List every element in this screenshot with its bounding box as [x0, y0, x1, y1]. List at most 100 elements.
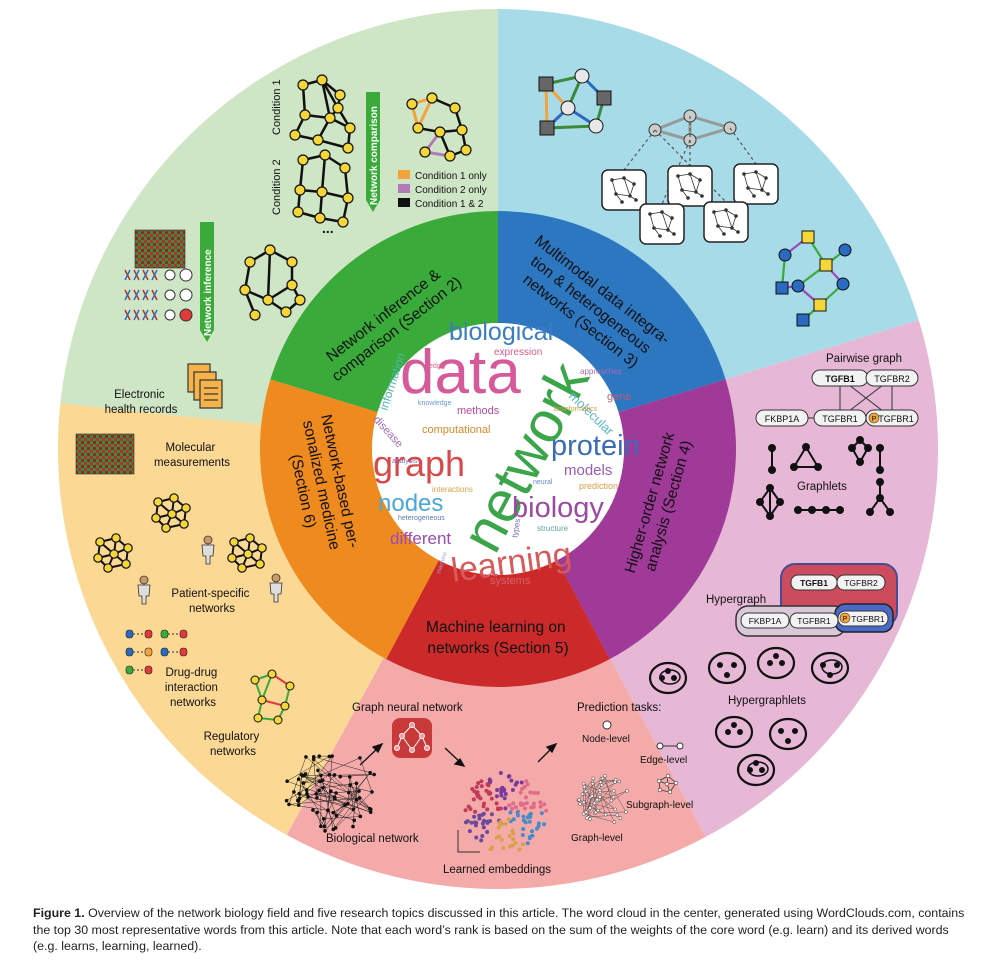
word-systems: systems: [490, 575, 531, 587]
network-condition-1: [289, 74, 356, 154]
inference-label: Network inference: [203, 249, 214, 336]
hyper-gene-tgfb1: TGFB1: [790, 574, 838, 591]
panel-network-inference: Condition 1 Condition 2 ... Network comp…: [124, 74, 487, 342]
graphlets: [756, 436, 894, 520]
regulatory-label: Regulatory networks: [204, 731, 263, 758]
heterogeneous-network: [775, 230, 852, 327]
caption-text: Overview of the network biology field an…: [33, 906, 965, 953]
ring-label-ml: Machine learning on networks (Section 5): [426, 619, 570, 657]
svg-text:FKBP1A: FKBP1A: [765, 414, 800, 424]
hypergraphlets: [648, 646, 850, 787]
ring-segment-higher-order: [557, 379, 737, 660]
svg-text:P: P: [872, 416, 877, 423]
word-cloud-background: [372, 323, 624, 575]
subgraph-level-label: Subgraph-level: [626, 800, 693, 811]
svg-text:TGFBR1: TGFBR1: [851, 614, 885, 624]
gene-tgfbr1: TGFBR1: [813, 409, 867, 427]
legend-condition-1: Condition 1 only: [415, 171, 487, 182]
comparison-legend: Condition 1 only Condition 2 only Condit…: [398, 170, 487, 210]
hierarchical-network: [601, 109, 779, 245]
molecular-label: Molecular measurements: [154, 442, 230, 469]
prediction-tasks-label: Prediction tasks:: [577, 702, 661, 714]
subgraph-level-icon: [656, 773, 679, 795]
hyper-gene-tgfbr1-phospho: P TGFBR1: [837, 610, 889, 627]
graph-level-icon: [576, 774, 629, 824]
svg-text:P: P: [843, 616, 848, 623]
word-computational: computational: [422, 424, 491, 436]
ring-segment-personalized: [260, 379, 439, 660]
word-different: different: [390, 529, 451, 548]
gene-tgfbr2: TGFBR2: [865, 369, 919, 387]
ehr-icon: [187, 363, 223, 409]
comparison-arrow: [366, 92, 380, 212]
drug-label: Drug-drug interaction networks: [165, 667, 221, 709]
svg-text:TGFB1: TGFB1: [825, 374, 855, 384]
learned-embeddings: [463, 770, 549, 852]
panel-multimodal: [538, 68, 852, 327]
svg-text:FKBP1A: FKBP1A: [749, 616, 782, 626]
word-nodes: nodes: [378, 490, 443, 517]
condition-2-label: Condition 2: [271, 159, 283, 215]
graphlets-label: Graphlets: [797, 481, 847, 493]
condition-1-label: Condition 1: [271, 79, 283, 135]
ehr-label: Electronic health records: [105, 389, 178, 416]
word-heterogeneous: heterogeneous: [398, 515, 445, 522]
gene-fkbp1a: FKBP1A: [755, 409, 809, 427]
word-expression: expression: [494, 347, 542, 358]
embedding-axes: [457, 830, 480, 853]
word-analysis: analysis: [392, 458, 418, 465]
patient-specific-networks: [93, 493, 283, 605]
word-interactions: interactions: [432, 485, 473, 494]
edge-level-label: Edge-level: [640, 755, 687, 766]
comparison-label: Network comparison: [369, 106, 380, 205]
legend-both: Condition 1 & 2: [415, 199, 484, 210]
word-approaches: approaches: [580, 367, 622, 376]
embeddings-label: Learned embeddings: [443, 864, 551, 876]
legend-swatch-condition-1: [398, 170, 410, 179]
network-comparison-result: [406, 92, 472, 162]
node-level-label: Node-level: [582, 734, 630, 745]
hyper-gene-tgfbr2: TGFBR2: [836, 574, 886, 591]
ring-segment-multimodal: [498, 211, 726, 413]
ring-segment-ml: [386, 560, 610, 687]
panel-personalized: Electronic health records Molecular meas…: [75, 363, 295, 758]
topic-ring: [260, 211, 737, 687]
node-level-icon: [602, 720, 612, 730]
panel-higher-order: Pairwise graph TGFB1 TGFBR2 FKBP1A TGFBR…: [648, 353, 919, 787]
word-bioinformatics: bioinformatics: [554, 406, 598, 413]
pairwise-graph-title: Pairwise graph: [826, 353, 902, 365]
svg-text:TGFBR1: TGFBR1: [797, 616, 831, 626]
word-data: data: [400, 338, 521, 407]
biological-network: [284, 754, 376, 833]
word-protein: protein: [551, 430, 640, 462]
legend-swatch-both: [398, 198, 410, 207]
graph-level-label: Graph-level: [571, 833, 623, 844]
word-types: types: [510, 518, 522, 538]
gene-tgfb1: TGFB1: [811, 369, 869, 387]
gene-tgfbr1-phospho: P TGFBR1: [865, 409, 919, 427]
word-biological: biological: [449, 318, 553, 346]
regulatory-network: [250, 669, 295, 725]
hypergraph: TGFB1 TGFBR2 FKBP1A TGFBR1 P TGFBR1: [735, 563, 898, 637]
hypergraph-label: Hypergraph: [706, 594, 766, 606]
inference-arrow: [200, 222, 214, 342]
edge-level-icon: [656, 742, 684, 750]
word-biology: biology: [512, 492, 604, 524]
figure-caption: Figure 1. Overview of the network biolog…: [33, 905, 968, 955]
word-graph: graph: [373, 443, 465, 484]
svg-text:TGFBR2: TGFBR2: [844, 578, 878, 588]
network-biology-figure: Network inference & comparison (Section …: [58, 9, 938, 889]
network-condition-2: [292, 149, 354, 228]
svg-text:TGFBR2: TGFBR2: [874, 374, 910, 384]
word-edge: edge: [429, 363, 445, 370]
hyper-gene-fkbp1a: FKBP1A: [740, 612, 790, 629]
ring-segment-inference: [270, 211, 498, 413]
ml-arrows: [359, 742, 558, 767]
patient-label: Patient-specific networks: [171, 588, 252, 615]
legend-swatch-condition-2: [398, 184, 410, 193]
ring-label-multimodal: Multimodal data integra- tion & heteroge…: [508, 232, 676, 380]
expression-heatmap: [134, 229, 186, 269]
caption-label: Figure 1.: [33, 906, 85, 920]
svg-text:TGFBR1: TGFBR1: [878, 414, 914, 424]
word-methods: methods: [457, 405, 500, 417]
